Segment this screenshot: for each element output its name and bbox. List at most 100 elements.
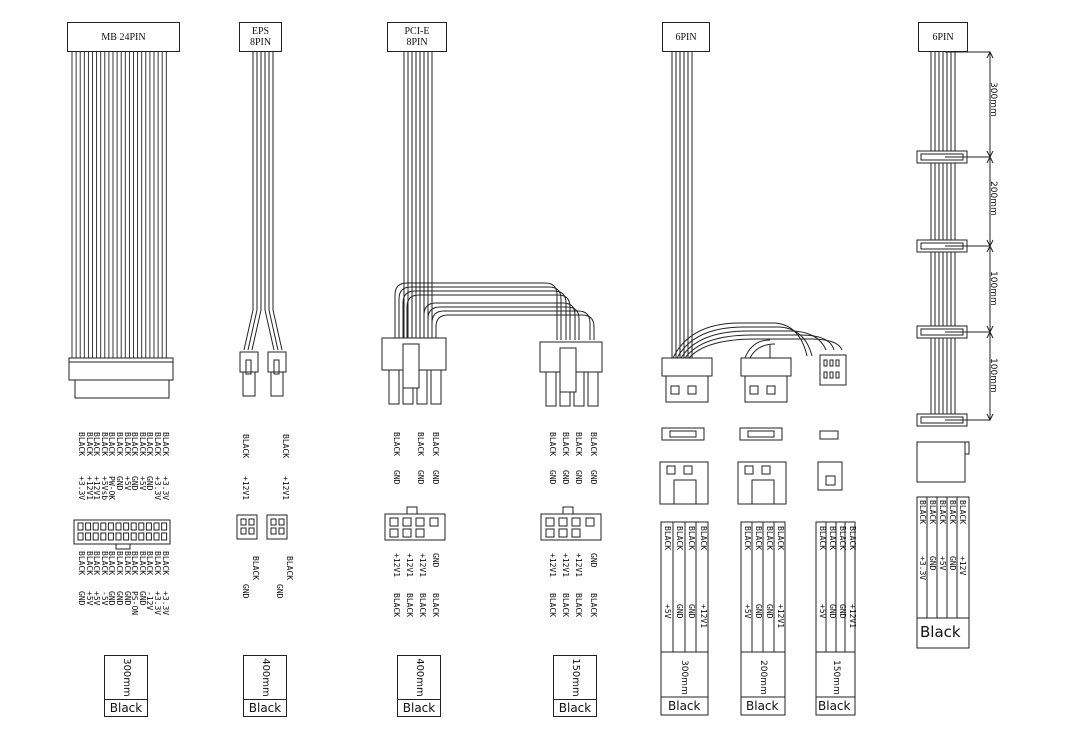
sata-cable (916, 50, 994, 483)
periph-color: BLACK (765, 526, 774, 551)
mb24-bottom-color: BLACK (115, 551, 124, 576)
sata-color-label: BLACK (948, 500, 957, 525)
mb24-pin (153, 522, 160, 531)
mb24-title: MB 24PIN (67, 22, 180, 52)
periph-color: BLACK (675, 526, 684, 551)
periph-color: BLACK (838, 526, 847, 551)
periph-signal: +5V (663, 604, 672, 619)
mb24-bottom-color: BLACK (92, 551, 102, 576)
eps-spec: 400mm Black (243, 655, 287, 717)
mb24-top-signal: +3.3V (153, 476, 162, 501)
pcie1-bot-color-2: BLACK (405, 593, 414, 618)
pcie2-bot-signal-1: +12V1 (548, 553, 557, 578)
mb24-pin (138, 522, 145, 531)
sata-signal-label: GND (928, 556, 937, 571)
mb24-bottom-signal: GND (77, 591, 86, 606)
mb24-pin (100, 522, 107, 531)
mb24-pin (85, 532, 92, 541)
mb24-pin (123, 522, 130, 531)
eps-length: 400mm (259, 658, 271, 697)
pcie2-top-color-1: BLACK (548, 432, 557, 457)
periph-color: BLACK (848, 526, 857, 551)
mb24-top-color: BLACK (153, 432, 162, 457)
pcie1-top-signal-1: GND (392, 470, 401, 485)
pcie-short-length: 150mm (569, 658, 581, 697)
mb24-bottom-signal: +3.3V (153, 591, 162, 616)
eps-bot-signal-1: GND (241, 584, 250, 599)
mb24-pin (77, 522, 84, 531)
pcie-short-color: Black (558, 701, 592, 715)
mb24-top-color: BLACK (160, 432, 170, 457)
eps-cable (239, 52, 287, 397)
mb24-pin (100, 532, 107, 541)
sata-color-label: BLACK (958, 500, 967, 525)
eps-top-color-1: BLACK (241, 434, 250, 459)
molex-length-2: 200mm (758, 660, 768, 695)
pcie1-bot-color-4: BLACK (431, 593, 440, 618)
eps-title: EPS 8PIN (239, 22, 282, 52)
molex-length-3: 150mm (831, 660, 841, 695)
eps-top-signal-1: +12V1 (241, 476, 250, 501)
mb24-face (73, 519, 171, 550)
eps-top-color-2: BLACK (281, 434, 290, 459)
pcie1-top-color-2: BLACK (416, 432, 425, 457)
molex-color-3: Black (818, 699, 851, 713)
pcie1-top-color-1: BLACK (392, 432, 401, 457)
pcie2-bot-color-4: BLACK (589, 593, 598, 618)
pcie1-bot-signal-2: +12V1 (405, 553, 414, 578)
sata-color: Black (920, 623, 961, 641)
molex-title: 6PIN (662, 22, 710, 52)
pcie2-bot-color-2: BLACK (561, 593, 570, 618)
mb24-pin (123, 532, 130, 541)
periph-color: BLACK (828, 526, 837, 551)
peripheral-cable (659, 52, 847, 505)
mb24-pin (161, 532, 168, 541)
mb24-bottom-color: BLACK (130, 551, 140, 576)
pcie-cable (381, 52, 603, 407)
pcie-title: PCI-E 8PIN (387, 22, 447, 52)
pcie-length: 400mm (413, 658, 425, 697)
pcie1-top-color-3: BLACK (431, 432, 440, 457)
periph-signal: GND (687, 604, 696, 619)
periph-signal: GND (838, 604, 847, 619)
mb24-top-signal: GND (130, 476, 140, 491)
pcie2-top-color-3: BLACK (574, 432, 583, 457)
mb24-pin (145, 522, 152, 531)
sata-seg-4: 100mm (988, 358, 998, 393)
eps-title-line2: 8PIN (249, 37, 272, 48)
pcie2-bot-color-1: BLACK (548, 593, 557, 618)
periph-signal: +12V1 (699, 604, 708, 629)
sata-seg-3: 100mm (988, 271, 998, 306)
mb24-pin (115, 532, 122, 541)
mb24-pin (107, 522, 114, 531)
pcie2-top-signal-3: GND (574, 470, 583, 485)
mb24-bottom-color: BLACK (77, 551, 86, 576)
periph-signal: GND (828, 604, 837, 619)
pcie1-top-signal-2: GND (416, 470, 425, 485)
periph-color: BLACK (663, 526, 672, 551)
eps-bot-color-2: BLACK (285, 556, 294, 581)
sata-color-label: BLACK (938, 500, 947, 525)
pcie2-top-signal-2: GND (561, 470, 570, 485)
pinout-tables (660, 496, 970, 716)
eps-top-signal-2: +12V1 (281, 476, 290, 501)
mb24-top-color: BLACK (115, 432, 124, 457)
pcie2-top-signal-1: GND (548, 470, 557, 485)
periph-color: BLACK (754, 526, 763, 551)
periph-color: BLACK (776, 526, 785, 551)
pcie1-bot-color-1: BLACK (392, 593, 401, 618)
periph-signal: GND (754, 604, 763, 619)
pcie2-top-signal-4: GND (589, 470, 598, 485)
eps-face (236, 514, 288, 540)
sata-signal-label: +5V (938, 556, 947, 571)
periph-color: BLACK (743, 526, 752, 551)
mb24-pin (92, 522, 99, 531)
periph-signal: +12V1 (848, 604, 857, 629)
mb24-pin (138, 532, 145, 541)
pcie2-bot-signal-3: +12V1 (574, 553, 583, 578)
sata-color-label: BLACK (928, 500, 937, 525)
mb24-pin (161, 522, 168, 531)
pcie1-bot-signal-3: +12V1 (418, 553, 427, 578)
periph-signal: GND (765, 604, 774, 619)
